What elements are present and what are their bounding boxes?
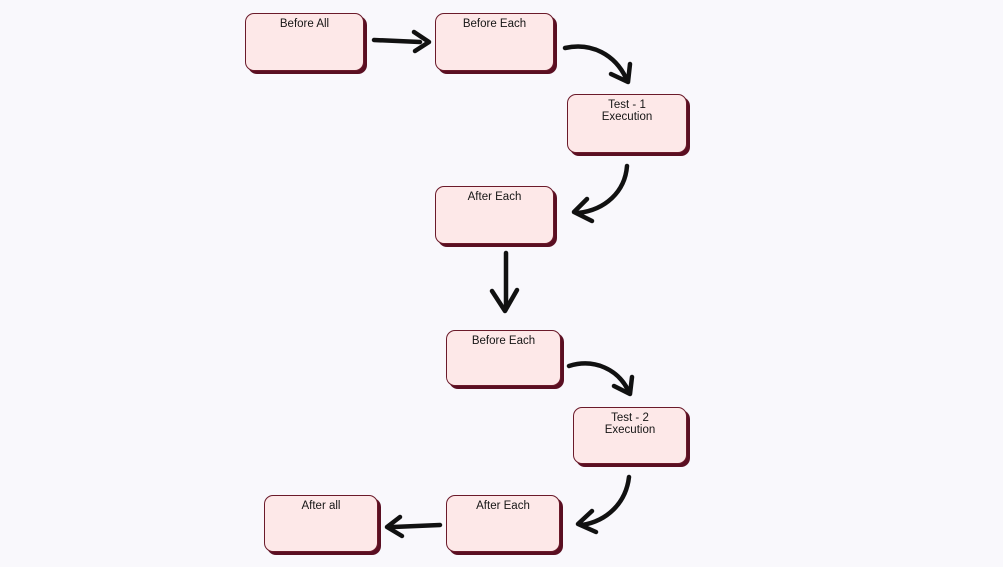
- node-after-all: After all: [264, 495, 378, 552]
- arrow-test-2-to-after-each-2: [575, 474, 632, 535]
- node-before-each-2: Before Each: [446, 330, 561, 386]
- arrow-before-all-to-before-each-1: [371, 29, 432, 54]
- arrow-test-1-to-after-each-1: [571, 163, 630, 224]
- node-test-1-execution: Test - 1 Execution: [567, 94, 687, 153]
- node-test-2-label-line-2: Execution: [604, 423, 656, 436]
- node-test-1-label-line-2: Execution: [601, 110, 653, 123]
- arrow-after-each-1-to-before-each-2: [489, 250, 520, 314]
- node-test-1-label-line-1: Test - 1: [608, 99, 646, 111]
- arrow-before-each-2-to-test-2: [566, 361, 635, 397]
- node-test-2-execution: Test - 2 Execution: [573, 407, 687, 464]
- node-before-each-1: Before Each: [435, 13, 554, 71]
- node-before-all: Before All: [245, 13, 364, 71]
- node-after-each-1-label: After Each: [467, 191, 522, 203]
- node-before-all-label: Before All: [279, 18, 330, 30]
- arrow-before-each-1-to-test-1: [562, 44, 633, 85]
- node-after-each-1: After Each: [435, 186, 554, 244]
- node-test-2-label-line-1: Test - 2: [611, 412, 649, 424]
- node-after-each-2: After Each: [446, 495, 560, 552]
- node-before-each-1-label: Before Each: [462, 18, 527, 30]
- arrow-after-each-2-to-after-all: [384, 514, 443, 539]
- node-after-all-label: After all: [301, 500, 341, 512]
- node-before-each-2-label: Before Each: [471, 335, 536, 347]
- node-after-each-2-label: After Each: [476, 500, 530, 512]
